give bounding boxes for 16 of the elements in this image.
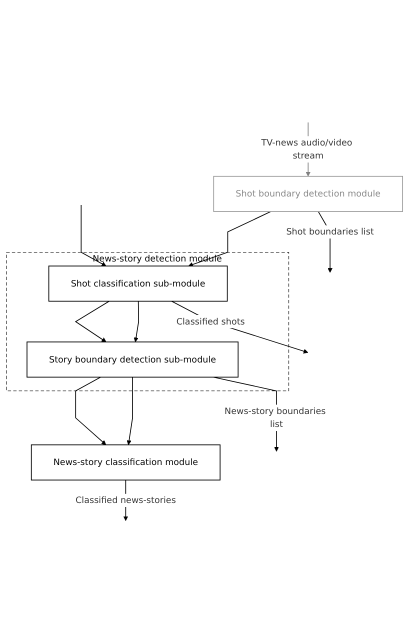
edge-label: TV-news audio/video stream [261, 137, 352, 161]
arrow [126, 376, 133, 445]
arrow [188, 211, 272, 267]
node-box: Shot classification sub-module [48, 266, 228, 302]
arrow [134, 300, 140, 342]
edge-label: Classified news-stories [76, 494, 176, 506]
edge-label: Shot boundaries list [286, 226, 374, 237]
arrow [74, 300, 110, 342]
arrow [80, 204, 106, 266]
arrow [171, 300, 308, 354]
node-box: Story boundary detection sub-module [26, 341, 239, 378]
node-box: News-story classification module [30, 444, 220, 480]
arrow [75, 376, 106, 445]
node-box: Shot boundary detection module [213, 176, 403, 212]
edge-label: News-story boundaries list [224, 406, 326, 430]
edge-label: Classified shots [176, 316, 245, 326]
